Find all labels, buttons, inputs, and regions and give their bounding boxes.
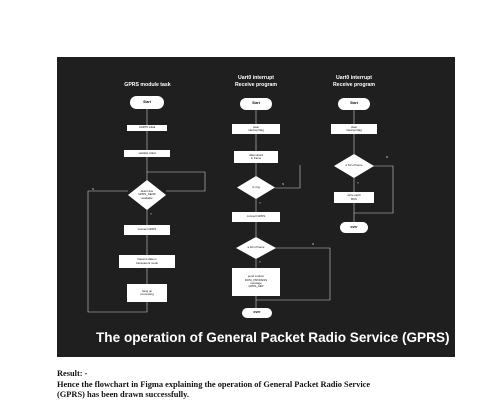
is-ring-no-label: N <box>282 182 285 186</box>
uart-receive-1-start-node: Start <box>240 98 272 110</box>
data-saved-node: data saved in frame <box>234 151 278 163</box>
result-line-2: (GPRS) has been drawn successfully. <box>57 390 189 399</box>
is-ring-yes-label: Y <box>259 201 262 205</box>
result-line-1: Hence the flowchart in Figma explaining … <box>57 379 371 389</box>
uart-receive-1-connect-gprs-node: connect GPRS <box>232 212 280 222</box>
result-heading: Result: - <box>57 369 88 378</box>
is-ring-decision-diamond <box>237 176 275 199</box>
column-title-uart-receive-1: Uart0 interrupt Receive program <box>234 75 278 88</box>
full-frame-decision-diamond-1 <box>236 237 276 259</box>
full-frame-2-yes-label: Y <box>357 181 360 185</box>
gprs-send-decision-diamond <box>128 180 166 210</box>
gprs-decision-no-label: N <box>92 187 95 191</box>
column-title-gprs-task: GPRS module task <box>124 82 171 88</box>
connect-gprs-node: connect GPRS <box>124 225 170 235</box>
uart-receive-2-over-node: over <box>340 222 368 233</box>
hang-up-node: hang up connecting <box>127 284 167 302</box>
uart-receive-2-clear-flag-node: clear interrupt flag <box>331 124 377 134</box>
uart-receive-1-clear-flag-node: clear interrupt flag <box>232 124 280 134</box>
gprs-start-node: Start <box>130 96 164 109</box>
full-frame-decision-diamond-2 <box>334 154 374 178</box>
gprs-decision-yes-label: Y <box>150 212 153 216</box>
full-frame-2-no-label: N <box>386 155 389 159</box>
result-section: Result: - Hence the flowchart in Figma e… <box>57 369 370 401</box>
write-uart-bus-node: write uart0 BUS <box>334 192 374 203</box>
uart-receive-1-over-node: over <box>242 308 272 318</box>
variable-init-node: variable initial <box>124 150 170 157</box>
send-modem-message-node: send modem DATA_PROCESS message GPRS_SEP <box>232 268 280 296</box>
uart-init-node: UART0 initial <box>127 125 167 131</box>
full-frame-1-yes-label: Y <box>259 260 262 264</box>
full-frame-1-no-label: N <box>312 242 315 246</box>
transmit-data-node: transmit data in transparent mode <box>119 255 175 268</box>
uart-receive-2-start-node: Start <box>338 98 370 110</box>
figure-caption: The operation of General Packet Radio Se… <box>96 330 450 345</box>
column-title-uart-receive-2: Uart0 interrupt Receive program <box>332 75 376 88</box>
